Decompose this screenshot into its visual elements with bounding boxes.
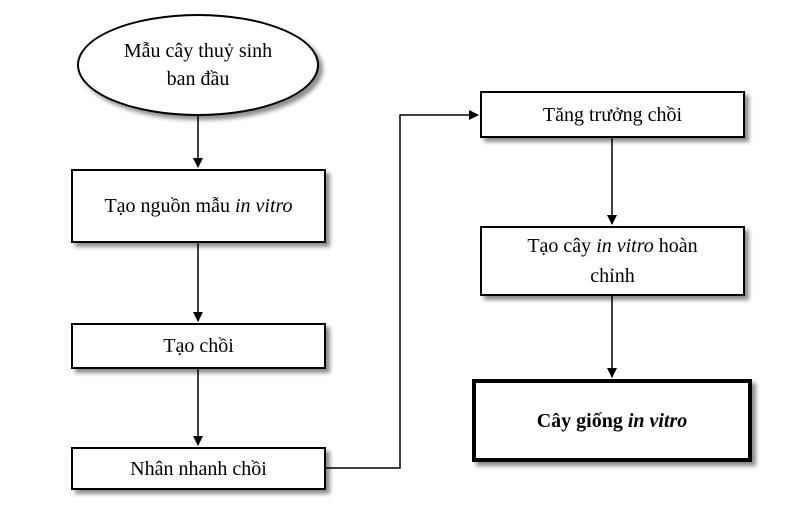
source-node-label: Tạo nguồn mẫu in vitro (104, 195, 293, 217)
multiply-node-label: Nhân nhanh chồi (130, 457, 267, 480)
multiply-node: Nhân nhanh chồi (71, 447, 326, 490)
seedling-node-label: Cây giống in vitro (536, 409, 688, 432)
growth-node-label: Tăng trưởng chồi (542, 103, 683, 126)
source-node: Tạo nguồn mẫu in vitro (71, 169, 326, 243)
arrow-multiply-to-growth (325, 110, 479, 469)
complete-node-line2: chỉnh (590, 265, 635, 287)
complete-node: Tạo cây in vitro hoàn chỉnh (480, 226, 745, 296)
start-node-line2: ban đầu (166, 68, 230, 90)
shoot-node-label: Tạo chồi (163, 335, 234, 357)
shoot-node: Tạo chồi (71, 323, 326, 369)
start-node: Mẫu cây thuỷ sinh ban đầu (77, 14, 319, 116)
growth-node: Tăng trưởng chồi (480, 91, 745, 138)
start-node-line1: Mẫu cây thuỷ sinh (123, 40, 273, 62)
complete-node-line1: Tạo cây in vitro hoàn (527, 235, 698, 257)
seedling-node: Cây giống in vitro (472, 379, 752, 462)
